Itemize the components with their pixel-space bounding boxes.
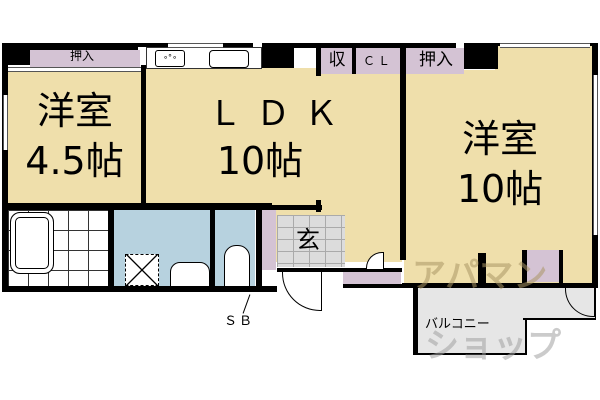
wall-genkan-post xyxy=(316,200,321,212)
western-room-2-name: 洋室 xyxy=(461,117,538,161)
watermark-line1: アパマン xyxy=(412,256,548,296)
closet-right xyxy=(406,48,464,74)
sb-leader-line xyxy=(242,294,251,314)
wall-closet-divider-1 xyxy=(316,48,321,76)
wall-w-left xyxy=(522,250,527,284)
room-ldk xyxy=(146,68,402,203)
cl-closet xyxy=(356,48,400,74)
door-to-ldk[interactable] xyxy=(366,252,384,269)
wall-genkan-bottom xyxy=(277,268,402,272)
wall-top-right-mid xyxy=(294,43,456,48)
wall-balcony-left xyxy=(413,283,418,355)
wall-toilet-divider xyxy=(210,210,215,288)
window-top-kitchen xyxy=(168,43,223,48)
wall-genkan-top xyxy=(272,205,322,210)
wall-closet-divider-3 xyxy=(400,48,406,260)
closet-left-label: 押入 xyxy=(70,49,95,63)
wall-top-right-block xyxy=(464,43,498,69)
wall-w-right xyxy=(559,250,563,284)
wall-top-left-corner xyxy=(2,43,30,65)
room-western-4-5 xyxy=(8,70,141,205)
balcony xyxy=(415,288,527,355)
wall-top-kitchen-block xyxy=(262,43,294,68)
wall-bottom-left xyxy=(2,286,277,292)
room-western-10-top xyxy=(495,46,592,76)
washing-machine-pan-icon xyxy=(125,254,159,286)
wall-sb-divider xyxy=(256,210,262,290)
balcony-label: バルコニー xyxy=(425,317,490,332)
entrance-door[interactable] xyxy=(282,272,322,311)
wall-mid-horizontal xyxy=(2,203,272,210)
room-western-10 xyxy=(404,70,592,253)
wall-balcony-post xyxy=(478,253,486,283)
w-closet xyxy=(527,250,559,282)
closet-left xyxy=(30,50,140,67)
wall-room-divider xyxy=(141,65,146,205)
storage-closet xyxy=(321,48,352,74)
window-top-right xyxy=(500,43,590,48)
wall-top-left xyxy=(2,43,138,50)
wall-left xyxy=(2,43,8,288)
western-room-2-size: 10帖 xyxy=(456,167,544,211)
bathtub-icon xyxy=(10,212,54,274)
western-room-1-name: 洋室 xyxy=(36,89,113,133)
wall-right-bottom xyxy=(402,283,598,288)
wall-bath-divider xyxy=(108,210,114,288)
window-right xyxy=(593,75,598,235)
genkan-floor xyxy=(277,215,345,267)
cl-label: ＣＬ xyxy=(362,54,393,68)
ldk-name: ＬＤＫ xyxy=(208,94,352,134)
watermark-line2: ショップ xyxy=(425,326,561,366)
entrance-label: 玄 xyxy=(296,226,320,254)
sb-label: ＳＢ xyxy=(224,314,255,329)
wall-shoe-bottom xyxy=(343,284,403,288)
western-room-1-size: 4.5帖 xyxy=(25,139,124,183)
toilet-icon xyxy=(224,245,250,289)
washbasin-icon xyxy=(170,262,210,290)
shoe-closet xyxy=(343,270,401,284)
stove-icon: ∘°∘ xyxy=(155,50,185,67)
sb-closet xyxy=(262,210,276,270)
ldk-size: 10帖 xyxy=(216,139,304,183)
closet-right-label: 押入 xyxy=(419,50,453,70)
window-left xyxy=(3,95,8,150)
wall-closet-divider-2 xyxy=(352,48,356,74)
storage-label: 収 xyxy=(328,50,346,70)
window-closet-left xyxy=(8,67,141,72)
sink-icon xyxy=(209,50,249,68)
